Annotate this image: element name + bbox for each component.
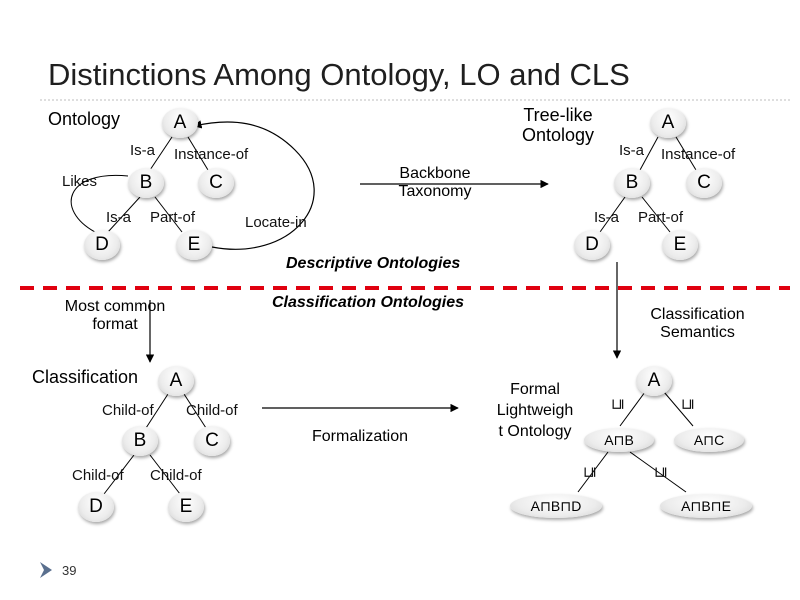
- tree-edge-is-a-2: Is-a: [594, 209, 620, 226]
- cls-edge-b-d: [103, 454, 135, 495]
- ontology-edge-locate-in: Locate-in: [245, 214, 307, 231]
- cls-node-d: D: [78, 492, 114, 522]
- cls-node-a: A: [158, 366, 194, 396]
- edge-likes-loop: [70, 174, 129, 233]
- tree-edge-part-of: Part-of: [638, 209, 684, 226]
- cls-edge-a-b: [145, 393, 169, 429]
- edge-b-d: [107, 196, 141, 233]
- ontology-node-a: A: [162, 108, 198, 138]
- tree-node-a: A: [650, 108, 686, 138]
- ontology-node-e: E: [176, 230, 212, 260]
- cls-node-b: B: [122, 426, 158, 456]
- descriptive-ontologies-label: Descriptive Ontologies: [286, 255, 461, 272]
- slide-title: Distinctions Among Ontology, LO and CLS: [48, 57, 630, 92]
- cls-edge-a-c: [183, 393, 207, 429]
- tree-node-c: C: [686, 168, 722, 198]
- tree-edge-instance-of: Instance-of: [661, 146, 736, 163]
- lw-subsumption-4: ⊑: [652, 465, 670, 479]
- lw-node-a-b: A⊓B: [584, 428, 654, 452]
- tree-like-header: Tree-like Ontology: [521, 105, 595, 145]
- backbone-taxonomy-label: Backbone Taxonomy: [398, 165, 472, 200]
- edge-locate-in: [193, 120, 315, 250]
- tree-edge-b-d: [599, 196, 626, 233]
- tree-edge-a-c: [675, 136, 697, 171]
- lw-subsumption-2: ⊑: [679, 397, 697, 411]
- lw-edge-a-ac: [663, 391, 694, 427]
- lw-edge-ab-abd: [577, 451, 609, 493]
- ontology-node-c: C: [198, 168, 234, 198]
- ontology-edge-likes: Likes: [62, 173, 98, 190]
- edge-a-b: [149, 136, 173, 171]
- cls-edge-child-of-3: Child-of: [72, 467, 124, 484]
- lw-node-a-c: A⊓C: [674, 428, 744, 452]
- formalization-label: Formalization: [312, 428, 409, 445]
- lw-node-a: A: [636, 366, 672, 396]
- cls-edge-child-of-2: Child-of: [186, 402, 238, 419]
- lw-subsumption-1: ⊑: [609, 397, 627, 411]
- cls-node-c: C: [194, 426, 230, 456]
- cls-edge-b-e: [149, 454, 181, 495]
- tree-node-d: D: [574, 230, 610, 260]
- ontology-node-b: B: [128, 168, 164, 198]
- lw-node-a-b-e: A⊓B⊓E: [660, 494, 752, 518]
- edge-a-c: [187, 136, 209, 171]
- edge-b-e: [154, 196, 183, 233]
- formal-lightweight-label: Formal Lightweigh t Ontology: [496, 381, 574, 440]
- tree-edge-is-a-1: Is-a: [619, 142, 645, 159]
- lw-edge-a-ab: [619, 391, 646, 427]
- lw-edge-ab-abe: [629, 451, 687, 493]
- tree-node-e: E: [662, 230, 698, 260]
- ontology-edge-instance-of: Instance-of: [174, 146, 249, 163]
- cls-edge-child-of-4: Child-of: [150, 467, 202, 484]
- ontology-node-d: D: [84, 230, 120, 260]
- most-common-format-label: Most common format: [64, 298, 166, 333]
- classification-ontologies-label: Classification Ontologies: [272, 294, 465, 311]
- page-bullet-icon: [40, 562, 52, 578]
- tree-edge-a-b: [639, 136, 659, 171]
- ontology-header: Ontology: [48, 109, 121, 129]
- cls-node-e: E: [168, 492, 204, 522]
- tree-edge-b-e: [641, 196, 671, 233]
- lw-subsumption-3: ⊑: [581, 465, 599, 479]
- lw-node-a-b-d: A⊓B⊓D: [510, 494, 602, 518]
- ontology-edge-is-a-2: Is-a: [106, 209, 132, 226]
- ontology-edge-part-of: Part-of: [150, 209, 196, 226]
- ontology-edge-is-a-1: Is-a: [130, 142, 156, 159]
- cls-edge-child-of-1: Child-of: [102, 402, 154, 419]
- page-number: 39: [62, 563, 77, 578]
- classification-semantics-label: Classification Semantics: [650, 306, 745, 341]
- tree-node-b: B: [614, 168, 650, 198]
- classification-header: Classification: [32, 367, 139, 387]
